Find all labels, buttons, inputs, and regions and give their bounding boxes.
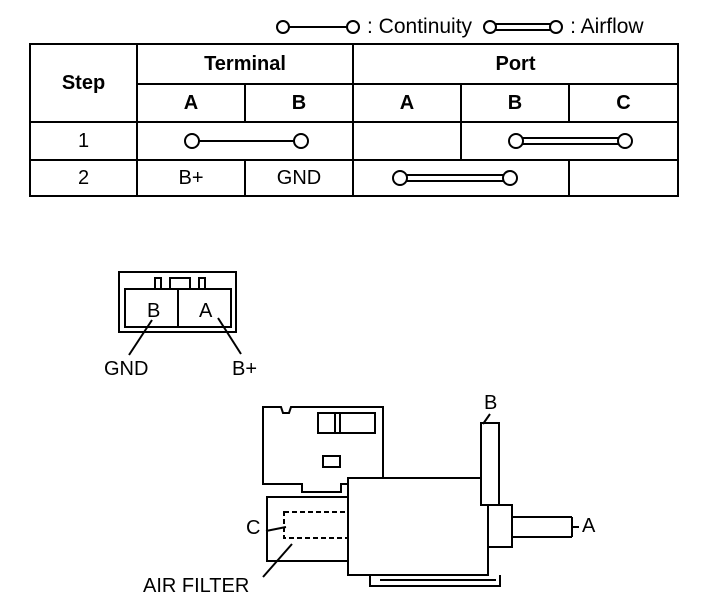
- air-filter-label: AIR FILTER: [143, 575, 249, 597]
- port-a-cell: [352, 121, 462, 161]
- terminal-b-cell: GND: [244, 159, 354, 197]
- step-header: Step: [29, 43, 138, 123]
- port-col-c: C: [568, 83, 679, 123]
- terminal-a-cell: B+: [136, 159, 246, 197]
- port-header: Port: [352, 43, 679, 85]
- table-row: 2 B+ GND: [29, 159, 679, 197]
- legend: : Continuity : Airflow: [275, 12, 644, 42]
- terminal-header: Terminal: [136, 43, 354, 85]
- solenoid-valve-drawing: [262, 406, 579, 587]
- terminal-col-b: B: [244, 83, 354, 123]
- airflow-symbol-icon: [508, 133, 633, 149]
- pin-b-label: B: [147, 300, 160, 322]
- port-airflow-cell: [352, 159, 570, 197]
- port-col-b: B: [460, 83, 570, 123]
- continuity-symbol-icon: [276, 20, 360, 34]
- port-a-label: A: [582, 515, 596, 537]
- port-c-cell: [568, 159, 679, 197]
- port-col-a: A: [352, 83, 462, 123]
- airflow-symbol-icon: [392, 170, 518, 186]
- connector-drawing: [118, 271, 242, 356]
- gnd-label: GND: [104, 358, 148, 380]
- port-b-label: B: [484, 392, 497, 414]
- inspection-table: Step Terminal Port A B A B C 1: [29, 43, 679, 197]
- airflow-legend-label: : Airflow: [570, 15, 644, 38]
- connector-body: [118, 271, 237, 333]
- bplus-label: B+: [232, 358, 257, 380]
- table-row: 1: [29, 121, 679, 161]
- terminal-continuity-cell: [136, 121, 354, 161]
- step-cell: 2: [29, 159, 138, 197]
- airflow-symbol-icon: [483, 20, 564, 34]
- terminal-col-a: A: [136, 83, 246, 123]
- port-c-label: C: [246, 517, 260, 539]
- port-airflow-cell: [460, 121, 679, 161]
- step-cell: 1: [29, 121, 138, 161]
- pin-a-label: A: [199, 300, 213, 322]
- continuity-symbol-icon: [184, 133, 309, 149]
- continuity-legend-label: : Continuity: [367, 15, 473, 38]
